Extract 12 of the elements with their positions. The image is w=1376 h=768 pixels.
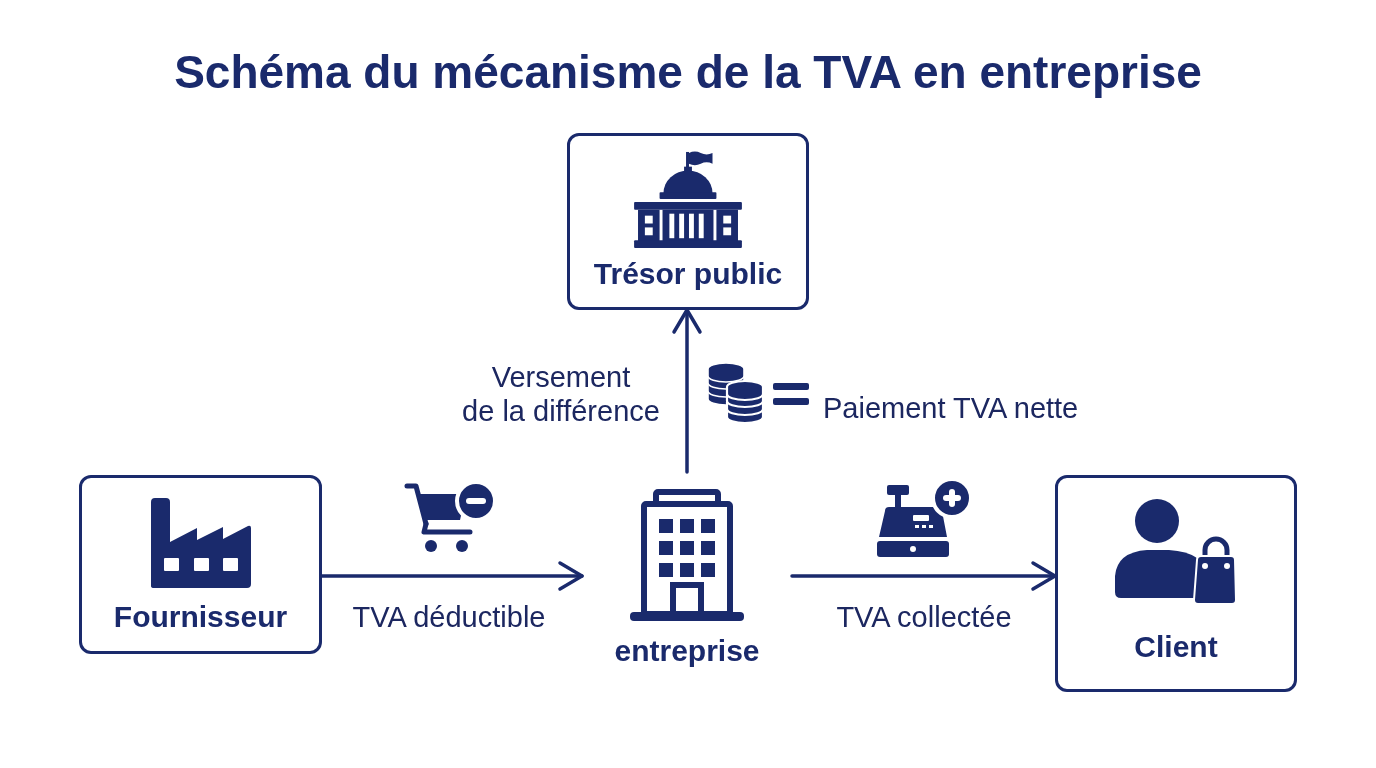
entity-box	[79, 475, 322, 654]
node-title: Trésor public	[593, 257, 783, 291]
arrow	[790, 561, 1057, 591]
note-text: Paiement TVA nette	[823, 391, 1079, 425]
arrow	[320, 561, 584, 591]
node-title: Client	[1134, 630, 1218, 664]
diagram-title: Schéma du mécanisme de la TVA en entreprise	[173, 45, 1203, 99]
entity-box	[567, 133, 809, 310]
arrow	[672, 308, 702, 474]
node-title: Fournisseur	[113, 600, 288, 634]
entity-box	[1055, 475, 1297, 692]
node-title: entreprise	[614, 634, 760, 668]
